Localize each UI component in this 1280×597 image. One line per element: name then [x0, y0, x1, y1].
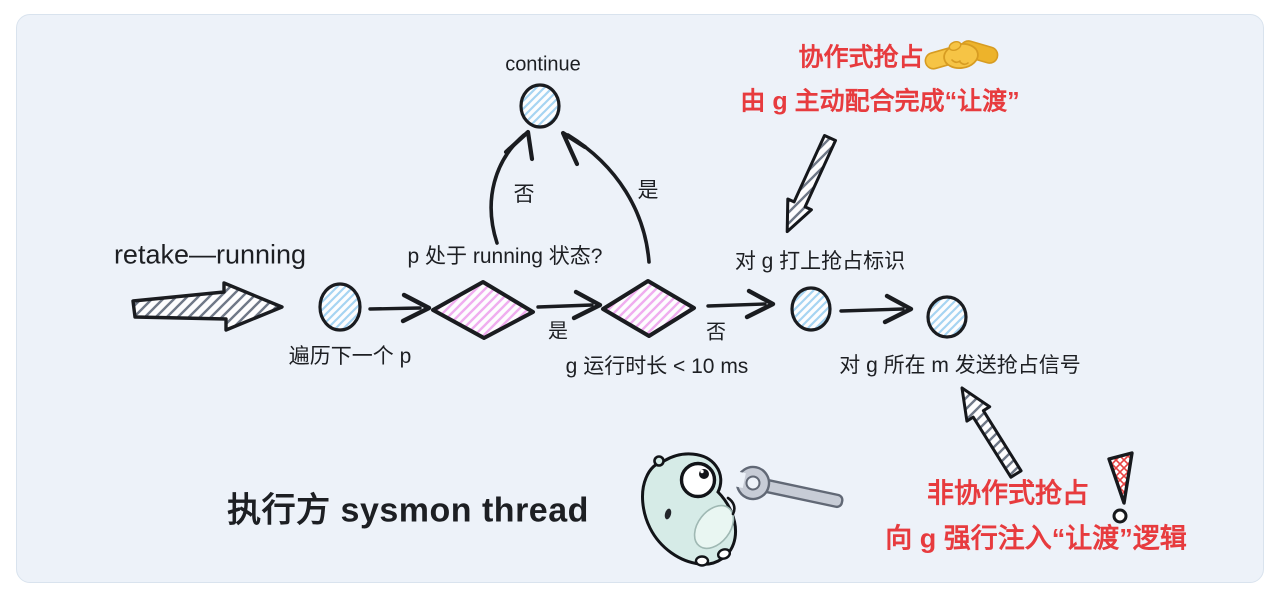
continue-label: continue: [505, 53, 581, 76]
decision-run-duration: [601, 279, 696, 338]
branch-yes-top-label: 是: [637, 178, 659, 202]
noncoop-annotation-arrow: [960, 386, 1023, 479]
iterate-next-p-label: 遍历下一个 p: [288, 344, 412, 368]
retake-running-label: retake—running: [113, 239, 307, 270]
mark-preempt-label: 对 g 打上抢占标识: [734, 249, 906, 273]
question-p-running: p 处于 running 状态?: [407, 244, 603, 268]
decision-p-running: [431, 280, 535, 340]
noncoop-desc: 向 g 强行注入“让渡”逻辑: [885, 523, 1187, 554]
send-signal-label: 对 g 所在 m 发送抢占信号: [839, 353, 1081, 377]
branch-yes-mid-label: 是: [548, 320, 568, 343]
node-mark-g: [790, 286, 832, 332]
node-send-signal: [926, 295, 968, 339]
handshake-icon: [924, 40, 999, 70]
branch-no-mid-label: 否: [706, 321, 726, 344]
node-iterate-p: [318, 282, 362, 332]
arrow-yes-to-continue: [560, 130, 651, 264]
arrow-to-decision1: [368, 292, 432, 324]
gopher-mascot: [641, 452, 738, 567]
arrow-no-to-continue: [489, 129, 535, 245]
arrow-no-to-mark: [706, 288, 776, 320]
entry-block-arrow: [131, 281, 284, 332]
node-continue: [519, 83, 561, 129]
question-run-duration: g 运行时长 < 10 ms: [565, 354, 749, 378]
arrow-to-signal: [839, 293, 914, 325]
coop-annotation-arrow: [785, 134, 837, 234]
arrow-yes-to-decision2: [536, 289, 603, 321]
exclamation-icon: [1107, 451, 1134, 524]
wrench-icon: [726, 465, 844, 509]
coop-desc: 由 g 主动配合完成“让渡”: [740, 87, 1020, 116]
coop-title: 协作式抢占: [798, 43, 924, 72]
noncoop-title: 非协作式抢占: [927, 478, 1089, 509]
branch-no-top-label: 否: [513, 182, 535, 206]
executor-label: 执行方 sysmon thread: [227, 491, 589, 530]
